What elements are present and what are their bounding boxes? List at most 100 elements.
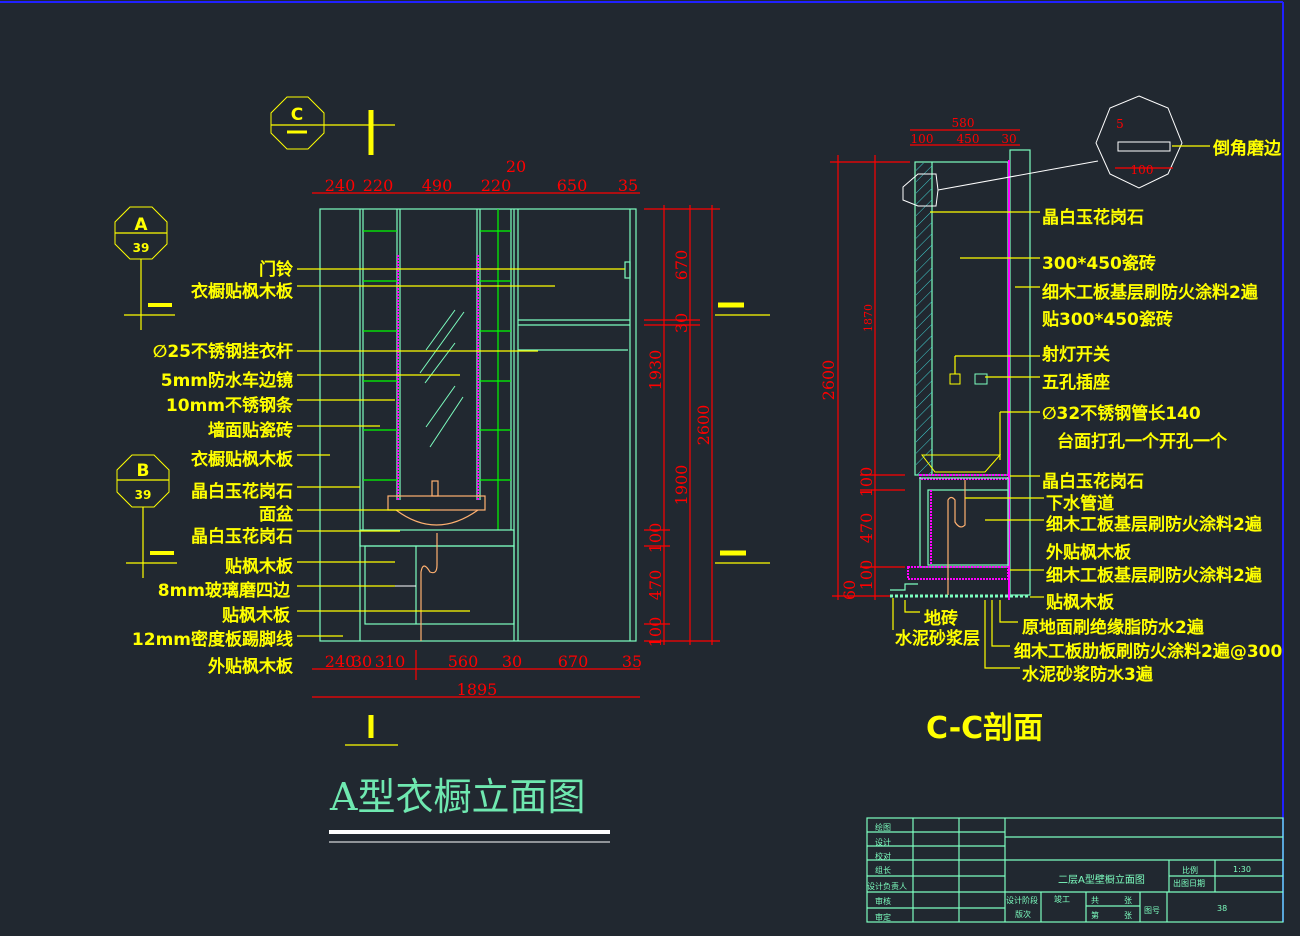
label-hanging-rod: ∅25不锈钢挂衣杆 — [153, 341, 293, 362]
label-mirror: 5mm防水车边镜 — [161, 370, 293, 391]
svg-text:比例: 比例 — [1182, 865, 1198, 875]
label-basin: 面盆 — [259, 504, 294, 525]
label-maple-panel-2: 衣橱贴枫木板 — [191, 449, 294, 470]
svg-text:第: 第 — [1091, 910, 1099, 920]
svg-text:版次: 版次 — [1015, 909, 1031, 919]
sec-label-maple: 外贴枫木板 — [1046, 542, 1132, 563]
sec-label-hole: 台面打孔一个开孔一个 — [1057, 431, 1228, 452]
svg-text:39: 39 — [133, 241, 150, 255]
dim-670v: 670 — [672, 250, 691, 281]
svg-text:39: 39 — [135, 488, 152, 502]
svg-text:张: 张 — [1124, 911, 1132, 920]
bdim-560: 560 — [448, 652, 479, 671]
dim-490: 490 — [422, 176, 453, 195]
detail-callout — [1095, 95, 1183, 189]
sec-label-waterproof: 原地面刷绝缘脂防水2遍 — [1022, 617, 1205, 638]
elevation-dimensions: 240 220 490 220 20 650 35 670 30 1930 26… — [312, 157, 720, 699]
svg-text:设计负责人: 设计负责人 — [867, 881, 907, 891]
label-maple-panel: 衣橱贴枫木板 — [191, 281, 294, 302]
sec-label-plywood-3: 细木工板基层刷防火涂料2遍 — [1046, 565, 1263, 586]
title-block: 绘图 设计 校对 组长 设计负责人 审核 审定 二层A型壁橱立面图 比例 1:3… — [866, 817, 1284, 923]
sec-label-mortar: 水泥砂浆层 — [895, 628, 980, 649]
label-skirting: 12mm密度板踢脚线 — [132, 629, 293, 650]
sec-label-tile: 300*450瓷砖 — [1042, 253, 1156, 274]
sec-label-socket: 五孔插座 — [1042, 372, 1110, 393]
section-marker-c: C — [270, 96, 395, 155]
dim-1930v: 1930 — [646, 350, 665, 391]
dim-30v: 30 — [672, 313, 691, 333]
dim-100v2: 100 — [646, 617, 665, 648]
section-callouts: 晶白玉花岗石 300*450瓷砖 细木工板基层刷防火涂料2遍 贴300*450瓷… — [892, 207, 1282, 685]
dim-240: 240 — [325, 176, 356, 195]
elevation-drawing — [319, 208, 637, 642]
label-wall-tile: 墙面贴瓷砖 — [208, 420, 293, 441]
svg-text:共: 共 — [1091, 896, 1099, 905]
sec-label-plywood: 细木工板基层刷防火涂料2遍 — [1042, 282, 1259, 303]
dim-35: 35 — [618, 176, 638, 195]
svg-text:张: 张 — [1124, 896, 1132, 905]
sec-label-plywood-2: 细木工板基层刷防火涂料2遍 — [1046, 514, 1263, 535]
dim-20: 20 — [506, 157, 526, 176]
section-drawing: 5 100 倒角磨边 — [890, 95, 1282, 600]
svg-text:60: 60 — [840, 580, 859, 600]
bdim-35: 35 — [622, 652, 642, 671]
sec-label-ribs: 细木工板肋板刷防火涂料2遍@300 — [1014, 641, 1282, 662]
svg-text:图号: 图号 — [1144, 906, 1160, 915]
svg-text:设计阶段: 设计阶段 — [1006, 895, 1038, 905]
label-maple-2: 贴枫木板 — [222, 605, 291, 626]
sec-label-mortar-waterproof: 水泥砂浆防水3遍 — [1022, 664, 1154, 685]
dim-total: 1895 — [457, 680, 498, 699]
drawing-number: 38 — [1217, 904, 1227, 913]
svg-text:竣工: 竣工 — [1054, 894, 1070, 904]
svg-text:审核: 审核 — [875, 896, 891, 906]
dim-1900v: 1900 — [672, 465, 691, 506]
sec-label-pipe: ∅32不锈钢管长140 — [1042, 403, 1201, 424]
svg-text:470: 470 — [857, 513, 876, 544]
bdim-30b: 30 — [502, 652, 522, 671]
svg-text:580: 580 — [952, 116, 975, 130]
section-marker-b: B 39 — [116, 454, 177, 578]
dim-220: 220 — [363, 176, 394, 195]
dim-650: 650 — [557, 176, 588, 195]
detail-dim-100: 100 — [1131, 163, 1154, 177]
elevation-title: A型衣橱立面图 — [329, 775, 585, 819]
sec-label-drain: 下水管道 — [1046, 493, 1114, 514]
section-dimensions: 580 100 450 30 2600 1870 100 470 100 60 — [819, 116, 1020, 600]
label-granite-2: 晶白玉花岗石 — [191, 526, 293, 547]
svg-text:30: 30 — [1001, 132, 1016, 146]
bdim-30: 30 — [352, 652, 372, 671]
detail-dim-5: 5 — [1116, 117, 1124, 131]
sec-label-switch: 射灯开关 — [1041, 344, 1110, 365]
dim-470v: 470 — [646, 570, 665, 601]
svg-text:审定: 审定 — [875, 912, 891, 922]
drawing-name: 二层A型壁橱立面图 — [1058, 873, 1145, 886]
svg-text:C: C — [291, 105, 303, 125]
svg-text:450: 450 — [957, 132, 980, 146]
svg-text:100: 100 — [857, 467, 876, 498]
cut-line-marks — [345, 302, 770, 746]
sec-label-tile-2: 贴300*450瓷砖 — [1042, 309, 1173, 330]
label-chamfer: 倒角磨边 — [1212, 138, 1282, 159]
sec-label-granite: 晶白玉花岗石 — [1042, 207, 1144, 228]
section-marker-a: A 39 — [114, 206, 175, 330]
label-outer-maple: 外贴枫木板 — [208, 656, 294, 677]
label-doorbell: 门铃 — [259, 259, 293, 280]
bdim-240: 240 — [325, 652, 356, 671]
svg-text:2600: 2600 — [819, 360, 838, 401]
bdim-310: 310 — [375, 652, 406, 671]
label-glass: 8mm玻璃磨四边 — [158, 580, 291, 601]
elevation-callouts: 门铃 衣橱贴枫木板 ∅25不锈钢挂衣杆 5mm防水车边镜 10mm不锈钢条 墙面… — [132, 259, 625, 677]
svg-text:100: 100 — [857, 560, 876, 591]
label-steel-strip: 10mm不锈钢条 — [166, 395, 294, 416]
svg-text:100: 100 — [911, 132, 934, 146]
svg-text:校对: 校对 — [875, 851, 891, 861]
svg-text:绘图: 绘图 — [875, 822, 891, 832]
section-title: C-C剖面 — [926, 711, 1043, 746]
sec-label-maple-2: 贴枫木板 — [1046, 592, 1115, 613]
svg-text:B: B — [137, 461, 150, 481]
svg-text:A: A — [134, 215, 148, 235]
svg-text:设计: 设计 — [875, 837, 891, 847]
dim-220b: 220 — [481, 176, 512, 195]
scale-value: 1:30 — [1233, 865, 1251, 874]
